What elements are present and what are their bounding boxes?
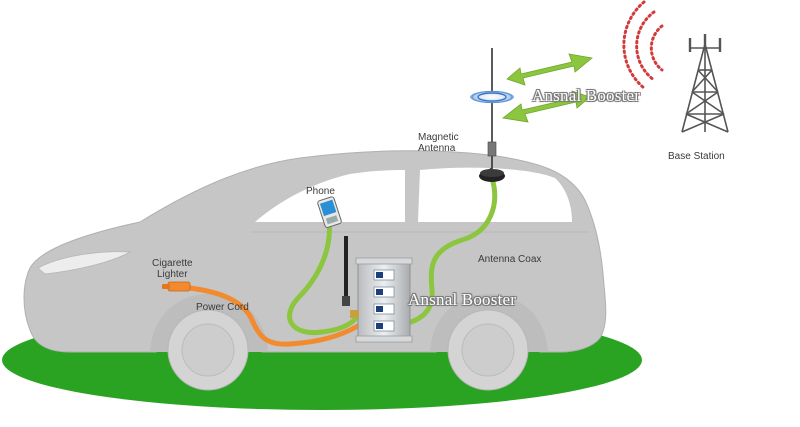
- antenna-coax-label: Antenna Coax: [478, 254, 542, 265]
- car: [23, 150, 607, 391]
- base-station-tower-icon: [681, 34, 729, 133]
- phone-cable: [287, 219, 361, 336]
- car-headlight: [37, 251, 132, 275]
- signal-arrow-icon: [502, 53, 593, 123]
- watermark-top: Ansnal Booster: [532, 86, 641, 105]
- watermark-middle: Ansnal Booster: [408, 290, 517, 309]
- magnetic-antenna-icon: [479, 48, 505, 182]
- car-front-window: [255, 170, 405, 222]
- booster-device-icon: [342, 236, 413, 343]
- rear-wheel-rim: [461, 323, 515, 377]
- magnetic-antenna-label: Magnetic Antenna: [418, 132, 459, 154]
- radio-waves-icon: [622, 0, 664, 90]
- cigarette-lighter-label: Cigarette Lighter: [152, 258, 193, 280]
- signal-pad-icon: [470, 90, 514, 104]
- front-wheel-rim: [181, 323, 235, 377]
- phone-icon: [317, 196, 342, 228]
- cigarette-lighter-plug-icon: [162, 281, 191, 292]
- power-cord-label: Power Cord: [196, 302, 249, 313]
- base-station-label: Base Station: [668, 151, 725, 162]
- car-pillar: [406, 168, 418, 224]
- phone-label: Phone: [306, 186, 335, 197]
- power-cord: [187, 285, 361, 347]
